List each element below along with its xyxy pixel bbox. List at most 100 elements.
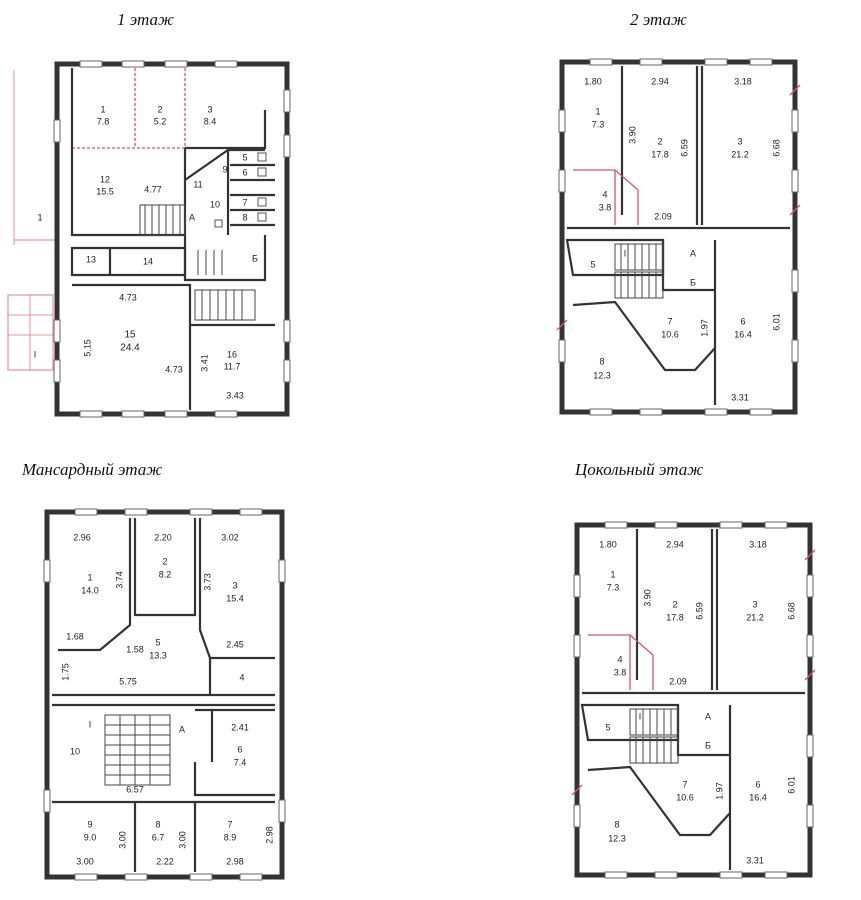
dimension: 3.00 xyxy=(76,856,94,866)
room-label: 1 xyxy=(87,572,92,582)
dimension: 5.15 xyxy=(82,339,92,357)
room-label: 1 xyxy=(610,569,615,579)
dimension: 1.97 xyxy=(699,319,709,337)
dimension: 3.73 xyxy=(202,573,212,591)
dimension: 1.97 xyxy=(714,782,724,800)
dimension: 3.18 xyxy=(749,539,767,549)
room-area: 10.6 xyxy=(661,329,679,339)
room-label: 9 xyxy=(222,164,227,174)
room-area: 8.9 xyxy=(224,832,237,842)
mark: 1 xyxy=(37,212,42,222)
room-label: 14 xyxy=(143,256,153,266)
dimension: 3.00 xyxy=(117,831,127,849)
floor-plan-basement: 1.80 2.94 3.18 1 7.3 3.90 2 17.8 6.59 3 … xyxy=(571,521,816,879)
dimension: 2.98 xyxy=(264,826,274,844)
floor-title-1: 1 этаж xyxy=(117,10,174,29)
room-label: 2 xyxy=(162,556,167,566)
room-area: 21.2 xyxy=(746,612,764,622)
dimension: 2.22 xyxy=(156,856,174,866)
room-label: 5 xyxy=(242,152,247,162)
room-label: 5 xyxy=(155,637,160,647)
mark: I xyxy=(624,248,627,258)
room-label: 2 xyxy=(657,136,662,146)
room-area: 15.4 xyxy=(226,593,244,603)
dimension: 2.45 xyxy=(226,639,244,649)
room-label: 6 xyxy=(242,167,247,177)
dimension: 3.18 xyxy=(734,76,752,86)
room-area: 14.0 xyxy=(81,585,99,595)
dimension: 2.20 xyxy=(154,532,172,542)
room-label: 7 xyxy=(682,779,687,789)
dimension: 2.09 xyxy=(669,676,687,686)
room-label: 4 xyxy=(602,189,607,199)
room-label: 7 xyxy=(667,316,672,326)
room-label: 1 xyxy=(595,106,600,116)
dimension: 3.43 xyxy=(226,390,244,400)
room-label: 11 xyxy=(193,179,202,189)
room-area: 7.3 xyxy=(607,582,620,592)
room-area: 8.2 xyxy=(159,569,172,579)
room-label: 5 xyxy=(605,722,610,732)
room-area: 16.4 xyxy=(734,329,752,339)
dimension: 6.59 xyxy=(694,602,704,620)
room-area: 7.4 xyxy=(234,757,247,767)
dimension: 2.09 xyxy=(654,211,672,221)
dimension: 6.57 xyxy=(126,784,144,794)
room-area: 7.8 xyxy=(97,116,110,126)
dimension: 3.74 xyxy=(114,571,124,589)
room-label: 10 xyxy=(70,746,80,756)
dimension: 2.96 xyxy=(73,532,91,542)
dimension: 1.58 xyxy=(126,644,144,654)
room-label: 8 xyxy=(155,819,160,829)
stair-label: A xyxy=(179,724,185,734)
room-label: 9 xyxy=(87,819,92,829)
room-label: 5 xyxy=(590,259,595,269)
dimension: 6.68 xyxy=(786,602,796,620)
room-area: 8.4 xyxy=(204,116,217,126)
dimension: 5.75 xyxy=(119,676,137,686)
room-label: 4 xyxy=(617,654,622,664)
room-label: 8 xyxy=(599,356,604,366)
dimension: 4.77 xyxy=(144,184,162,194)
dimension: 3.31 xyxy=(746,855,764,865)
room-area: 11.7 xyxy=(224,361,241,371)
dimension: 6.68 xyxy=(771,139,781,157)
room-area: 17.8 xyxy=(666,612,684,622)
room-label: 10 xyxy=(210,199,220,209)
dimension: 6.59 xyxy=(679,139,689,157)
room-area: 12.3 xyxy=(608,833,626,843)
floor-plan-attic: 2.96 2.20 3.02 1 14.0 3.74 2 8.2 3.73 3 … xyxy=(43,508,286,881)
room-area: 10.6 xyxy=(676,792,694,802)
floor-title-attic: Мансардный этаж xyxy=(22,460,163,479)
mark: I xyxy=(639,711,642,721)
room-area: 21.2 xyxy=(731,149,749,159)
mark: I xyxy=(89,719,92,729)
dimension: 4.73 xyxy=(165,364,183,374)
room-label: 3 xyxy=(232,580,237,590)
room-area: 12.3 xyxy=(593,370,611,380)
dimension: 2.94 xyxy=(666,539,684,549)
room-label: 2 xyxy=(672,599,677,609)
room-label: 15 xyxy=(124,330,136,341)
stair-label: A xyxy=(189,212,195,222)
room-area: 9.0 xyxy=(84,832,97,842)
dimension: 2.98 xyxy=(226,856,244,866)
dimension: 6.01 xyxy=(771,313,781,331)
room-label: 8 xyxy=(614,819,619,829)
stair-label: Б xyxy=(690,277,696,287)
room-area: 3.8 xyxy=(614,667,627,677)
room-area: 13.3 xyxy=(149,650,167,660)
dimension: 3.00 xyxy=(177,831,187,849)
room-label: 3 xyxy=(737,136,742,146)
room-area: 24.4 xyxy=(120,343,140,354)
stair-label: A xyxy=(690,248,696,258)
dimension: 3.90 xyxy=(627,126,637,144)
dimension: 3.31 xyxy=(731,392,749,402)
dimension: 3.02 xyxy=(221,532,239,542)
room-area: 16.4 xyxy=(749,792,767,802)
room-label: 4 xyxy=(239,672,244,682)
room-label: 6 xyxy=(740,316,745,326)
mark: I xyxy=(34,349,37,359)
room-area: 5.2 xyxy=(154,116,167,126)
floor-plan-1: 1 7.8 2 5.2 3 8.4 12 15.5 4.77 5 6 7 8 9… xyxy=(7,60,291,418)
